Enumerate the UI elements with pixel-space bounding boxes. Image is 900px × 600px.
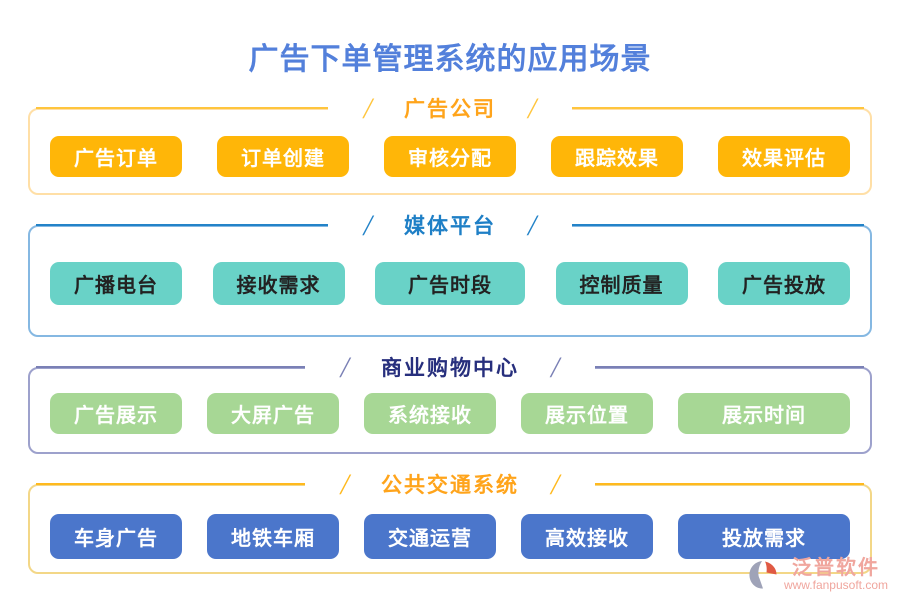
section-shopping-center: / 商业购物中心 / 广告展示大屏广告系统接收展示位置展示时间 — [28, 352, 872, 454]
section-public-transport-button-2[interactable]: 地铁车厢 — [207, 514, 339, 559]
watermark: 泛普软件 www.fanpusoft.com — [747, 558, 888, 592]
section-box: 广播电台接收需求广告时段控制质量广告投放 — [28, 225, 872, 337]
section-box: 车身广告地铁车厢交通运营高效接收投放需求 — [28, 484, 872, 574]
button-row: 广播电台接收需求广告时段控制质量广告投放 — [30, 227, 870, 335]
section-shopping-center-button-4[interactable]: 展示位置 — [521, 393, 653, 434]
section-media-platform-button-2[interactable]: 接收需求 — [212, 262, 345, 305]
section-advertising-company-button-3[interactable]: 审核分配 — [384, 136, 516, 177]
section-shopping-center-button-3[interactable]: 系统接收 — [364, 393, 496, 434]
section-media-platform-button-5[interactable]: 广告投放 — [718, 262, 850, 305]
watermark-url: www.fanpusoft.com — [783, 578, 888, 593]
section-advertising-company-button-2[interactable]: 订单创建 — [217, 136, 349, 177]
section-advertising-company: / 广告公司 / 广告订单订单创建审核分配跟踪效果效果评估 — [28, 93, 872, 195]
watermark-brand: 泛普软件 — [791, 557, 880, 580]
section-public-transport-button-5[interactable]: 投放需求 — [678, 514, 850, 559]
section-public-transport-button-3[interactable]: 交通运营 — [364, 514, 496, 559]
section-box: 广告展示大屏广告系统接收展示位置展示时间 — [28, 367, 872, 454]
section-box: 广告订单订单创建审核分配跟踪效果效果评估 — [28, 108, 872, 195]
fanpu-logo-icon — [749, 561, 777, 589]
section-media-platform-button-3[interactable]: 广告时段 — [375, 262, 525, 305]
page-title: 广告下单管理系统的应用场景 — [248, 43, 652, 76]
section-public-transport: / 公共交通系统 / 车身广告地铁车厢交通运营高效接收投放需求 — [28, 469, 872, 574]
section-public-transport-button-1[interactable]: 车身广告 — [50, 514, 182, 559]
section-advertising-company-button-5[interactable]: 效果评估 — [718, 136, 850, 177]
scenario-sections: / 广告公司 / 广告订单订单创建审核分配跟踪效果效果评估 / 媒体平台 / 广… — [0, 93, 900, 574]
section-advertising-company-button-1[interactable]: 广告订单 — [50, 136, 182, 177]
section-media-platform: / 媒体平台 / 广播电台接收需求广告时段控制质量广告投放 — [28, 210, 872, 337]
button-row: 广告展示大屏广告系统接收展示位置展示时间 — [30, 369, 870, 452]
section-shopping-center-button-5[interactable]: 展示时间 — [678, 393, 850, 434]
section-shopping-center-button-2[interactable]: 大屏广告 — [207, 393, 339, 434]
section-advertising-company-button-4[interactable]: 跟踪效果 — [551, 136, 683, 177]
button-row: 车身广告地铁车厢交通运营高效接收投放需求 — [30, 486, 870, 572]
button-row: 广告订单订单创建审核分配跟踪效果效果评估 — [30, 110, 870, 193]
section-public-transport-button-4[interactable]: 高效接收 — [521, 514, 653, 559]
section-shopping-center-button-1[interactable]: 广告展示 — [50, 393, 182, 434]
section-media-platform-button-1[interactable]: 广播电台 — [50, 262, 182, 305]
section-media-platform-button-4[interactable]: 控制质量 — [555, 262, 688, 305]
watermark-text: 泛普软件 www.fanpusoft.com — [784, 558, 888, 592]
